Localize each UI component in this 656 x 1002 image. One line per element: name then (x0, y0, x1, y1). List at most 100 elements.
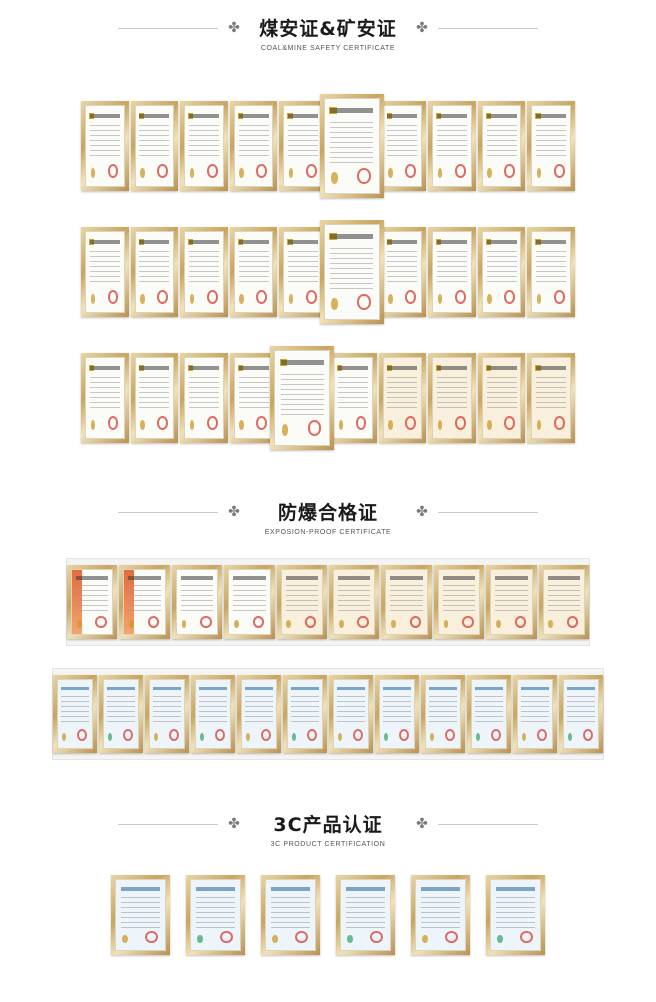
certificate-emblem (234, 619, 239, 628)
certificate-seal (504, 416, 516, 430)
certificate-frame (428, 227, 476, 317)
certificate-frame (378, 101, 427, 191)
certificate-frame (527, 353, 575, 443)
section-title: 煤安证&矿安证 (259, 18, 397, 40)
certificate-cap (495, 887, 536, 891)
certificate-document (233, 105, 274, 187)
certificate-frame (433, 565, 485, 639)
certificate-frame (378, 353, 427, 443)
certificate-emblem (239, 420, 244, 430)
certificate-lines (89, 251, 120, 287)
certificate-lines (280, 373, 324, 415)
certificate-seal (445, 729, 456, 742)
certificate-lines (120, 896, 161, 928)
certificate-seal (504, 290, 516, 304)
certificate-lines (238, 251, 269, 287)
certificate-emblem (548, 619, 554, 628)
certificate-cap (285, 576, 318, 580)
certificate-frame (527, 101, 575, 191)
certificate-document (382, 231, 423, 313)
certificate-emblem (437, 168, 443, 178)
certificate-emblem (121, 934, 128, 943)
certificate-lines (76, 585, 109, 614)
certificate-document (57, 679, 93, 749)
certificate-emblem (189, 168, 195, 178)
certificate-document (184, 357, 224, 439)
certificate-lines (436, 125, 468, 161)
certificate-seal (537, 729, 548, 742)
certificate-lines (128, 585, 161, 614)
certificate-frame (411, 875, 470, 955)
certificate-cap (238, 240, 269, 244)
certificate-emblem (239, 168, 244, 178)
certificate-emblem (487, 294, 492, 304)
certificate-frame (467, 675, 511, 753)
certificate-seal (107, 164, 119, 178)
ccc-row-1 (110, 868, 546, 962)
certificate-cap (547, 576, 580, 580)
ccc-section-header: ✤ 3C产品认证 ✤ 3C PRODUCT CERTIFICATION (0, 810, 656, 870)
certificate-frame (329, 675, 373, 753)
certificate-cap (337, 366, 368, 370)
certificate-seal (169, 729, 180, 742)
certificate-lines (521, 696, 549, 727)
certificate-document (432, 357, 472, 439)
certificate-frame (381, 565, 432, 639)
certificate-frame (320, 94, 384, 198)
certificate-lines (288, 251, 319, 287)
certificate-cap (536, 366, 567, 370)
certificate-seal (261, 729, 272, 742)
certificate-lines (195, 896, 236, 928)
certificate-lines (89, 125, 120, 161)
certificate-lines (338, 585, 371, 614)
certificate-frame (513, 675, 557, 753)
certificate-cap (188, 366, 220, 370)
certificate-frame (261, 875, 320, 955)
certificate-cap (188, 114, 220, 118)
certificate-document (333, 679, 369, 749)
certificate-document (490, 879, 541, 951)
fleur-ornament-icon: ✤ (416, 816, 428, 832)
certificate-lines (188, 377, 220, 413)
certificate-cap (139, 114, 170, 118)
certificate-frame (477, 101, 526, 191)
divider-line (438, 824, 538, 825)
certificate-emblem (496, 934, 503, 943)
certificate-cap (536, 240, 567, 244)
fleur-ornament-icon: ✤ (416, 504, 428, 520)
certificate-emblem (239, 294, 244, 304)
certificate-emblem (108, 733, 113, 742)
certificate-frame (229, 353, 278, 443)
certificate-cap (495, 576, 528, 580)
certificate-cap (442, 576, 476, 580)
certificate-lines (536, 251, 567, 287)
certificate-seal (405, 290, 416, 304)
certificate-frame (237, 675, 281, 753)
certificate-document (333, 569, 376, 635)
certificate-emblem (331, 298, 338, 310)
certificate-lines (89, 377, 120, 413)
fleur-ornament-icon: ✤ (228, 20, 240, 36)
certificate-lines (180, 585, 214, 614)
certificate-cap (288, 240, 319, 244)
divider-line (438, 512, 538, 513)
certificate-lines (270, 896, 311, 928)
certificate-frame (477, 353, 526, 443)
certificate-lines (285, 585, 318, 614)
certificate-lines (238, 377, 269, 413)
certificate-seal (145, 930, 159, 943)
certificate-seal (157, 164, 168, 178)
certificate-frame (421, 675, 465, 753)
certificate-seal (504, 164, 516, 178)
certificate-frame (279, 227, 327, 317)
certificate-emblem (288, 294, 294, 304)
certificate-emblem (536, 168, 542, 178)
certificate-seal (409, 615, 422, 628)
certificate-lines (486, 251, 517, 287)
row-backdrop (52, 668, 604, 760)
certificate-lines (61, 696, 89, 727)
certificate-document (432, 231, 472, 313)
certificate-frame (329, 353, 377, 443)
certificate-frame (378, 227, 427, 317)
certificate-lines (139, 377, 170, 413)
